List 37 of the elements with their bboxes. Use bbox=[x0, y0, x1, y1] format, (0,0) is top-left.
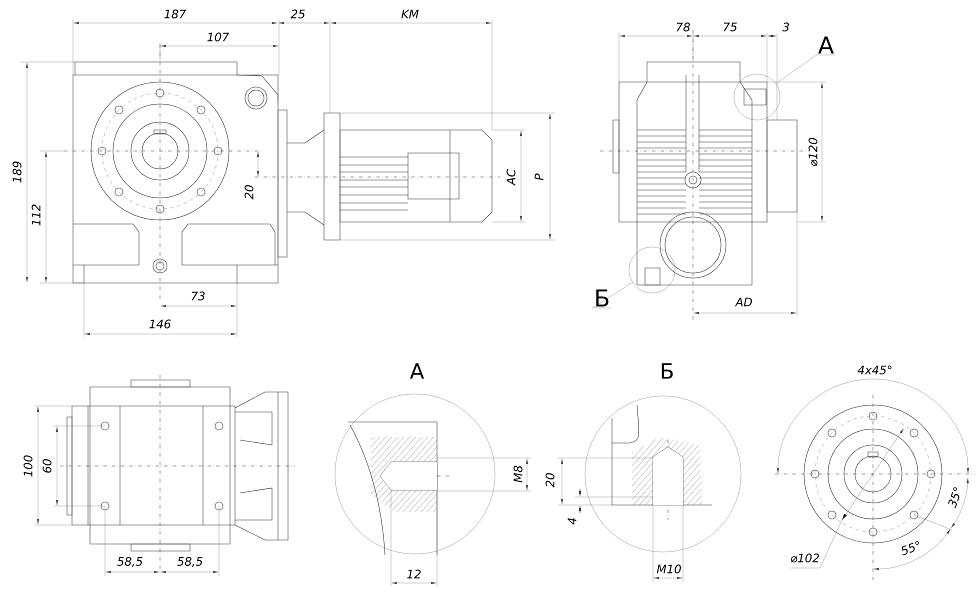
dimension-label: 73 bbox=[192, 292, 205, 300]
dimension-label: 189 bbox=[12, 162, 22, 183]
dimension-label: KM bbox=[401, 10, 419, 18]
dimension-label: 75 bbox=[724, 22, 737, 32]
leader-line bbox=[592, 282, 633, 308]
dimension-label: 25 bbox=[290, 10, 305, 18]
dimension-label: 58,5 bbox=[177, 556, 202, 568]
dimension-label: AD bbox=[734, 298, 752, 306]
view-title: А bbox=[410, 363, 424, 379]
dimension-label: 20 bbox=[546, 473, 554, 488]
dimension-label: 187 bbox=[164, 10, 186, 18]
detail-circle bbox=[628, 246, 676, 294]
dimension-label: 4 bbox=[568, 518, 576, 524]
dimension-label: 60 bbox=[42, 459, 52, 473]
dimension-label: 78 bbox=[676, 22, 690, 32]
dimension-label: ⌀102 bbox=[791, 554, 819, 562]
dimension-label: 20 bbox=[244, 185, 254, 200]
dimension-label: 112 bbox=[32, 204, 40, 226]
dimension-label: 35° bbox=[948, 487, 960, 508]
callout-letter: Б bbox=[596, 289, 608, 307]
dimension-label: M8 bbox=[514, 466, 522, 482]
dimension-label: M10 bbox=[656, 564, 681, 574]
dimension-label: 55° bbox=[902, 541, 919, 556]
dimension-label: AC bbox=[506, 168, 516, 186]
dimension-label: 146 bbox=[149, 320, 171, 328]
callout-letter: А bbox=[818, 36, 834, 54]
dimension-label: 12 bbox=[407, 570, 421, 578]
view-title: Б bbox=[662, 363, 673, 379]
dimension-label: ⌀120 bbox=[808, 138, 818, 166]
dimension-label: 107 bbox=[207, 32, 230, 42]
dimension-label: 100 bbox=[24, 455, 32, 477]
dimension-label: 3 bbox=[782, 22, 789, 32]
dimension-label: 58,5 bbox=[117, 556, 142, 568]
dimension-label: P bbox=[534, 174, 544, 180]
dimension-label: 4x45° bbox=[858, 366, 892, 374]
detail-circle bbox=[734, 74, 780, 120]
leader-line bbox=[776, 54, 836, 84]
